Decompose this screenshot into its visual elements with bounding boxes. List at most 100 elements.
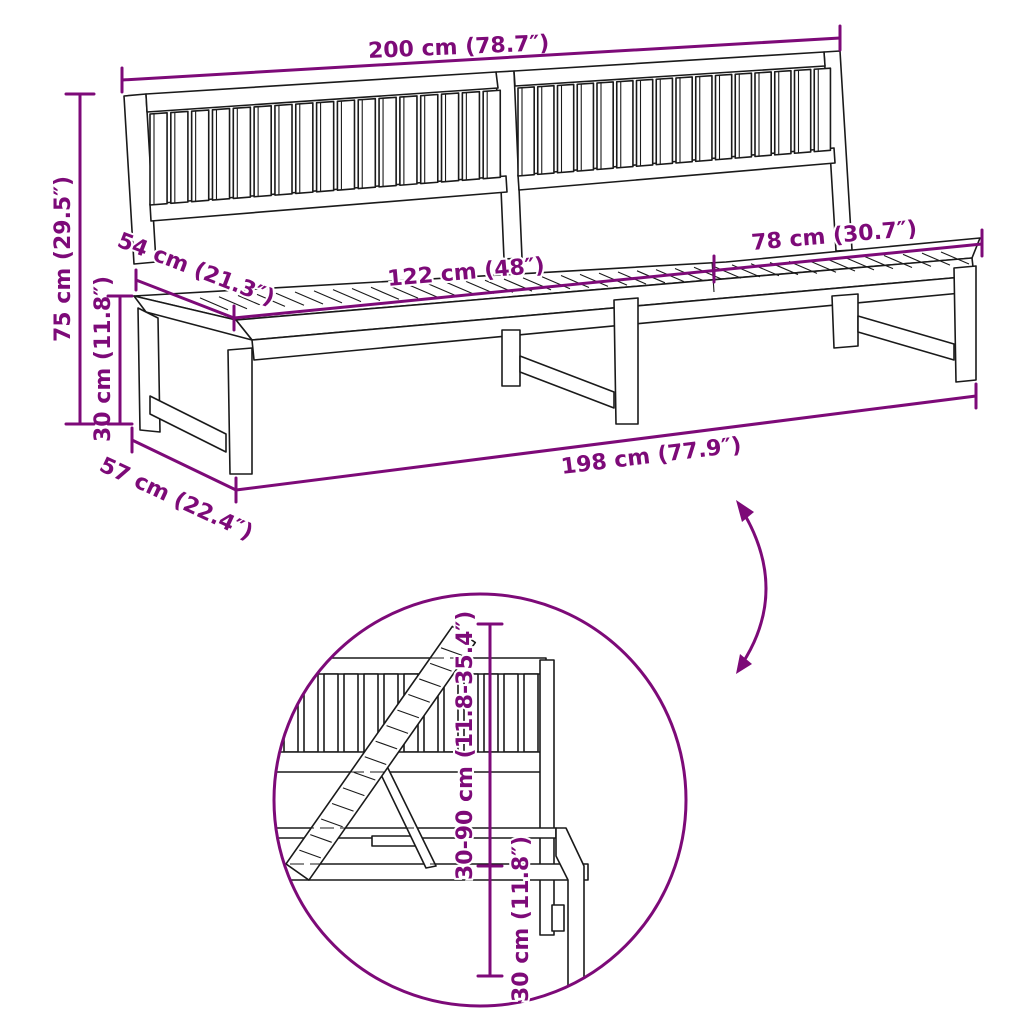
back-slat — [336, 99, 356, 191]
seat-slat-line — [351, 287, 381, 301]
back-slat — [482, 89, 502, 180]
curved-double-arrow-icon — [736, 500, 768, 674]
left-stretcher — [149, 395, 227, 453]
detail-backrest-rung — [419, 678, 441, 688]
detail-back-slat — [283, 673, 299, 753]
base-length-label: 198 cm (77.9″) — [560, 433, 743, 480]
back-slat — [694, 74, 713, 163]
detail-back-slat — [523, 673, 539, 753]
seat-slat-line — [560, 275, 590, 289]
detail-back-top-rail — [274, 657, 547, 675]
top-rail-left — [145, 71, 499, 113]
back-slat — [714, 73, 733, 161]
detail-backrest-rung — [310, 834, 332, 843]
back-slat — [399, 95, 418, 187]
detail-backrest-rung — [386, 725, 409, 734]
middle-stretcher — [519, 355, 615, 409]
back-slat — [253, 104, 272, 198]
detail-backrest-rung — [397, 709, 420, 719]
seat-slat-line — [845, 257, 875, 271]
back-slat — [274, 103, 293, 196]
seat-slat-line — [940, 251, 970, 265]
detail-backrest-rung — [440, 647, 463, 657]
back-slat — [596, 81, 614, 171]
seat-slat-line — [294, 291, 324, 305]
seat-slat-line — [218, 296, 248, 310]
back-slat — [754, 71, 772, 158]
detail-right-post — [539, 659, 555, 936]
top-rail-right — [513, 51, 826, 87]
back-slat — [170, 110, 189, 205]
back-slat — [461, 90, 481, 182]
right-stretcher — [857, 315, 955, 361]
detail-backrest-rung — [364, 756, 387, 765]
detail-back-slat — [503, 673, 519, 753]
back-slat — [773, 69, 792, 156]
detail-backrest-rung — [353, 771, 376, 781]
dimension-lines — [64, 24, 984, 504]
detail-backrest-rung — [429, 662, 452, 672]
back-slat — [149, 112, 168, 206]
bench-illustration — [123, 50, 981, 475]
detail-back-slat — [323, 673, 339, 753]
center-back-post — [495, 70, 523, 260]
left-back-post — [123, 93, 157, 265]
front-middle-leg — [613, 297, 639, 425]
back-slat — [615, 79, 634, 169]
seat-slat-line — [256, 293, 286, 307]
seat-slat-line — [712, 265, 742, 279]
seat-slat-line — [921, 252, 951, 266]
back-slat — [315, 100, 335, 193]
detail-circle-frame — [272, 592, 688, 1008]
back-slats-right — [517, 67, 832, 177]
front-left-leg — [227, 347, 253, 475]
seat-slat-line — [826, 258, 856, 272]
detail-backrest-range-label: 30-90 cm (11.8-35.4″) — [453, 611, 478, 880]
detail-seat-height-label: 30 cm (11.8″) — [509, 836, 534, 1002]
back-slat — [536, 84, 555, 176]
seat-slat-line — [313, 290, 343, 304]
back-slat — [813, 67, 832, 153]
back-slat — [576, 82, 595, 172]
total-height-label: 75 cm (29.5″) — [51, 176, 76, 342]
detail-backrest-rung — [408, 694, 430, 703]
detail-backrest-rung — [320, 818, 343, 828]
back-slat — [655, 77, 674, 166]
detail-back-slat — [303, 673, 319, 753]
seat-slat-line — [883, 254, 913, 269]
total-width-label: 200 cm (78.7″) — [368, 31, 550, 64]
back-slat — [232, 106, 252, 200]
seat-slat-line — [446, 282, 476, 296]
back-slat — [635, 78, 654, 168]
back-slat — [294, 102, 314, 195]
back-slats-left — [149, 89, 502, 206]
back-slat — [734, 72, 753, 159]
back-slat — [357, 97, 377, 190]
seat-slat-line — [902, 253, 932, 267]
seat-slat-line — [864, 256, 894, 270]
detail-back-slat — [343, 673, 359, 753]
seat-slat-line — [408, 284, 438, 298]
detail-backrest-rung — [375, 740, 398, 750]
seat-slat-line — [579, 273, 609, 287]
seat-slat-line — [237, 295, 267, 309]
back-slat — [793, 68, 812, 155]
seat-slat-line — [275, 292, 305, 306]
seat-slat-line — [332, 289, 362, 303]
seat-slat-line — [389, 285, 419, 299]
front-right-leg — [953, 265, 977, 383]
detail-raised-backrest — [285, 625, 477, 881]
seat-slats — [199, 251, 970, 311]
back-slat — [378, 96, 397, 188]
detail-backrest-rung — [331, 802, 354, 812]
seat-slat-line — [427, 283, 457, 297]
seat-height-label: 30 cm (11.8″) — [91, 276, 116, 442]
detail-backrest-rung — [299, 849, 322, 859]
back-slat — [211, 107, 231, 201]
seat-slat-line — [693, 266, 723, 280]
back-slat — [440, 92, 460, 183]
detail-leg-notch — [551, 904, 565, 932]
back-slat — [190, 109, 210, 203]
back-slat — [556, 83, 575, 174]
